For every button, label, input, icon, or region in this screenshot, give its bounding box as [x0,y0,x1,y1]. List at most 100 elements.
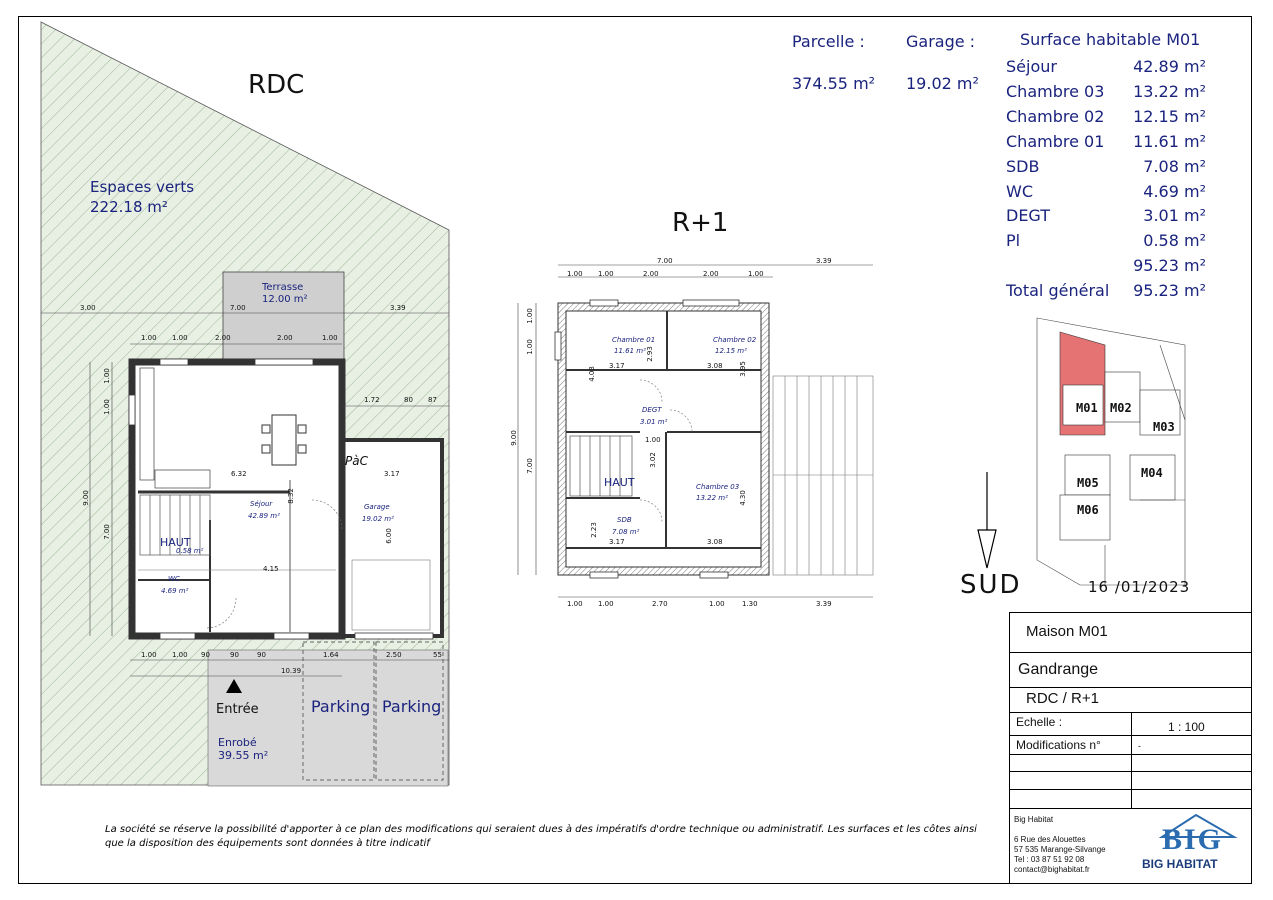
dim: 9.00 [81,490,90,506]
enrobe-label: Enrobé [218,736,257,749]
surface-title: Surface habitable M01 [1020,30,1201,49]
dim: 1.00 [645,436,661,444]
dim: 90 [257,651,266,659]
dim: 1.00 [172,334,188,342]
surface-subtotal-row: 95.23 m² [1133,256,1206,275]
dim: 3.00 [80,304,96,312]
lot-label: M02 [1110,401,1132,415]
entrance-arrow [226,679,242,693]
echelle-value: 1 : 100 [1168,720,1205,734]
logo-subtext: BIG HABITAT [1142,857,1218,871]
modif-value: - [1138,741,1141,751]
degt-label: DEGT [642,406,662,414]
phone: Tel : 03 87 51 92 08 [1014,855,1085,864]
dim: 7.00 [102,524,111,540]
dim: 7.00 [230,304,246,312]
dim: 3.17 [609,538,625,546]
dim: 87 [428,396,437,404]
site-plan [1036,317,1186,586]
dim: 3.08 [707,362,723,370]
dim: 1.00 [322,334,338,342]
sdb-area: 7.08 m² [612,528,640,536]
chambre02-label: Chambre 02 [713,336,757,344]
chambre03-area: 13.22 m² [696,494,728,502]
dim: 10.39 [281,667,302,675]
dim: 2.70 [652,600,668,608]
dim: 1.72 [364,396,380,404]
dim: 1.00 [525,339,534,355]
enrobe-area: 39.55 m² [218,749,269,762]
dim: 6.00 [384,528,393,544]
garage-room-label: Garage [364,503,390,511]
dim: 3.95 [738,361,747,377]
dim: 4.30 [738,490,747,506]
espaces-verts-label: Espaces verts [90,178,195,196]
terrasse-area: 12.00 m² [262,294,308,305]
dim: 80 [404,396,413,404]
address-line-1: 6 Rue des Alouettes [1014,835,1086,844]
dim: 2.00 [215,334,231,342]
parking-1-label: Parking [311,697,371,716]
dim: 1.00 [709,600,725,608]
pl-area: 0.58 m² [176,547,204,555]
dim: 4.15 [263,565,279,573]
dim: 3.02 [648,452,657,468]
dim: 7.00 [525,458,534,474]
lot-label: M01 [1076,401,1098,415]
dim: 1.64 [323,651,339,659]
compass-label: SUD [960,570,1022,600]
dim: 1.00 [141,651,157,659]
dim: 1.00 [172,651,188,659]
dim: 6.32 [231,470,247,478]
lot-label: M06 [1077,503,1099,517]
dim: 90 [230,651,239,659]
r1-title: R+1 [672,208,729,238]
garage-room-area: 19.02 m² [362,515,394,523]
dim: 2.93 [645,346,654,362]
rdc-title: RDC [248,70,305,100]
dim: 9.00 [509,430,518,446]
dim: 1.00 [598,600,614,608]
maison-label: Maison M01 [1026,623,1108,640]
date-label: 16 /01/2023 [1088,578,1191,596]
address-line-2: 57 535 Marange-Silvange [1014,845,1106,854]
modif-label: Modifications n° [1016,738,1101,752]
dim: 1.00 [525,308,534,324]
dim: 3.39 [390,304,406,312]
north-arrow [977,472,997,569]
pac-label: PàC [345,454,368,468]
dim: 55 [433,651,442,659]
dim: 1.00 [567,270,583,278]
dim: 1.00 [567,600,583,608]
dim: 2.50 [386,651,402,659]
dim: 4.03 [587,366,596,382]
niveaux-label: RDC / R+1 [1026,690,1099,707]
email: contact@bighabitat.fr [1014,865,1090,874]
dim: 3.17 [384,470,400,478]
paved-area [207,649,449,787]
lot-label: M03 [1153,420,1175,434]
entree-label: Entrée [216,702,259,717]
dim: 8.32 [286,488,295,504]
degt-area: 3.01 m² [640,418,668,426]
chambre02-area: 12.15 m² [715,347,747,355]
dim: 1.00 [598,270,614,278]
company-name: Big Habitat [1014,815,1054,824]
dim: 3.17 [609,362,625,370]
parking-1 [302,641,375,781]
sejour-area: 42.89 m² [248,512,280,520]
chambre01-label: Chambre 01 [612,336,656,344]
terrasse-label: Terrasse [262,282,304,293]
garage-value: 19.02 m² [906,74,979,93]
wc-label: WC [168,575,180,583]
company-logo: BIG BIG HABITAT [1142,811,1250,881]
lot-label: M04 [1141,466,1163,480]
dim: 90 [201,651,210,659]
sejour-label: Séjour [250,500,273,508]
